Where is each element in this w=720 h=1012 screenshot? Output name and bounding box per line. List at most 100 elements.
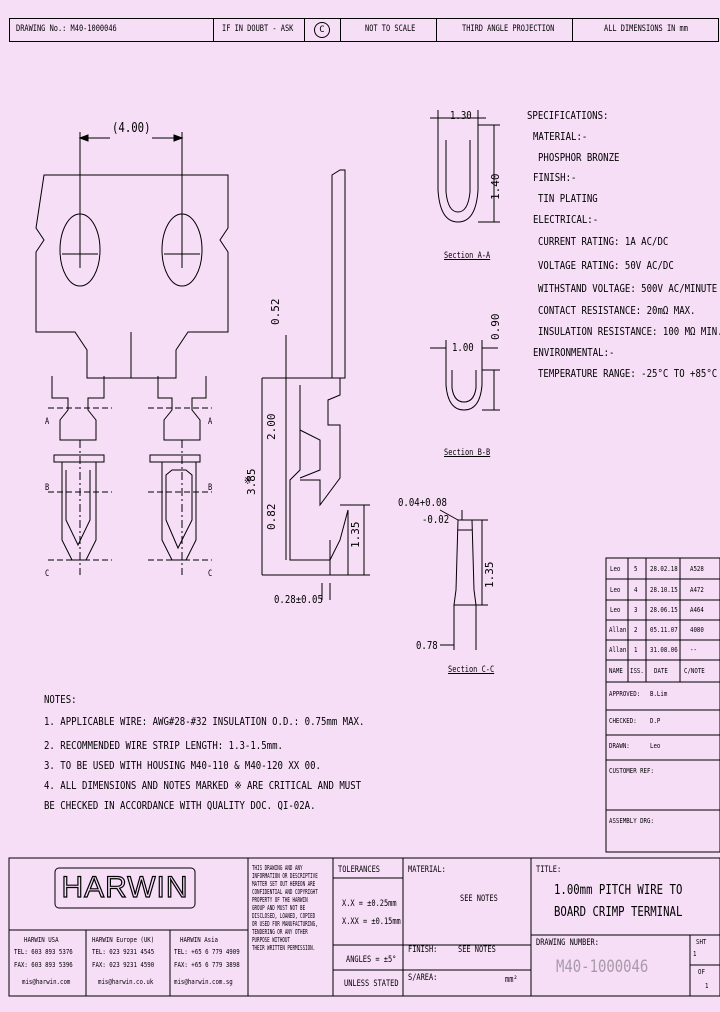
rev-iss: 4 xyxy=(634,586,638,594)
tolerances-title: TOLERANCES xyxy=(338,865,380,875)
rev-cn: A472 xyxy=(690,586,704,594)
scale-note: NOT TO SCALE xyxy=(365,24,416,34)
office-usa-email: mis@harwin.com xyxy=(22,978,71,986)
office-asia-name: HARWIN Asia xyxy=(180,936,219,944)
of-label: OF xyxy=(698,968,705,976)
spec-line: TIN PLATING xyxy=(538,192,598,205)
dim-078: 0.78 xyxy=(416,639,438,652)
office-asia-email: mis@harwin.com.sg xyxy=(174,978,233,986)
note-line: BE CHECKED IN ACCORDANCE WITH QUALITY DO… xyxy=(44,799,316,812)
rev-header-date: DATE xyxy=(654,667,668,675)
rev-date: 28.10.15 xyxy=(650,586,678,594)
rev-name: Leo xyxy=(610,606,621,614)
rev-iss: 3 xyxy=(634,606,638,614)
harwin-logo: HARWIN xyxy=(61,870,189,904)
rev-date: 05.11.07 xyxy=(650,626,678,634)
spec-line: PHOSPHOR BRONZE xyxy=(538,151,620,164)
rev-iss: 5 xyxy=(634,565,638,573)
rev-name: Leo xyxy=(610,586,621,594)
sarea-label: S/AREA: xyxy=(408,973,438,983)
spec-line: MATERIAL:- xyxy=(533,130,588,143)
spec-line: VOLTAGE RATING: 50V AC/DC xyxy=(538,259,674,272)
spec-line: TEMPERATURE RANGE: -25°C TO +85°C xyxy=(538,367,718,380)
critical-mark: ※ xyxy=(244,474,252,487)
section-mark-c-left: C xyxy=(45,569,50,579)
finish-label: FINISH: xyxy=(408,945,438,955)
section-b-label: Section B-B xyxy=(444,448,491,458)
rev-header-iss: ISS. xyxy=(630,667,644,675)
section-mark-b-left: B xyxy=(45,483,50,493)
office-usa-name: HARWIN USA xyxy=(24,936,59,944)
office-asia-fax: FAX: +65 6 779 3898 xyxy=(174,961,240,969)
checked-label: CHECKED: xyxy=(609,717,637,725)
office-uk-name: HARWIN Europe (UK) xyxy=(92,936,155,944)
rev-name: Allan xyxy=(609,626,627,634)
drawn-label: DRAWN: xyxy=(609,742,630,750)
dim-028: 0.28±0.05 xyxy=(274,593,323,606)
dim-090: 0.90 xyxy=(489,313,502,341)
customer-ref-label: CUSTOMER REF: xyxy=(609,767,654,775)
note-line: 3. TO BE USED WITH HOUSING M40-110 & M40… xyxy=(44,759,321,772)
notes-title: NOTES: xyxy=(44,693,77,706)
rev-date: 28.02.18 xyxy=(650,565,678,573)
rev-cn: A464 xyxy=(690,606,704,614)
dim-200: 2.00 xyxy=(265,413,278,441)
copyright-icon: C xyxy=(314,22,330,38)
finish-value: SEE NOTES xyxy=(458,945,496,955)
tolerance-xxx: X.XX = ±0.15mm xyxy=(342,917,401,927)
sheet-label: SHT xyxy=(696,938,707,946)
drawing-number-header: DRAWING No.: M40-1000046 xyxy=(16,24,117,34)
spec-line: CONTACT RESISTANCE: 20mΩ MAX. xyxy=(538,304,696,317)
section-a-label: Section A-A xyxy=(444,251,491,261)
tolerance-unless: UNLESS STATED xyxy=(344,979,399,989)
tolerance-angles: ANGLES = ±5° xyxy=(346,955,397,965)
dim-082: 0.82 xyxy=(265,503,278,531)
office-uk-tel: TEL: 023 9231 4545 xyxy=(92,948,155,956)
confidential-notice: THIS DRAWING AND ANY INFORMATION OR DESC… xyxy=(252,864,318,952)
rev-iss: 2 xyxy=(634,626,638,634)
approved-value: B.Lim xyxy=(650,690,668,698)
dim-tol-top: 0.04+0.08 xyxy=(398,496,447,509)
section-mark-c-right: C xyxy=(208,569,213,579)
rev-cn: A528 xyxy=(690,565,704,573)
spec-line: INSULATION RESISTANCE: 100 MΩ MIN. xyxy=(538,325,720,338)
rev-date: 31.08.06 xyxy=(650,646,678,654)
spec-line: ENVIRONMENTAL:- xyxy=(533,346,615,359)
note-line: 1. APPLICABLE WIRE: AWG#28-#32 INSULATIO… xyxy=(44,715,365,728)
drawing-number-label: DRAWING NUMBER: xyxy=(536,938,599,948)
approved-label: APPROVED: xyxy=(609,690,641,698)
office-uk-fax: FAX: 023 9231 4590 xyxy=(92,961,155,969)
office-usa-tel: TEL: 603 893 5376 xyxy=(14,948,73,956)
assembly-drg-label: ASSEMBLY DRG: xyxy=(609,817,654,825)
dim-135-side: 1.35 xyxy=(349,521,362,549)
section-c-label: Section C-C xyxy=(448,665,495,675)
checked-value: D.P xyxy=(650,717,661,725)
spec-line: FINISH:- xyxy=(533,171,577,184)
specifications-title: SPECIFICATIONS: xyxy=(527,109,609,122)
dim-140: 1.40 xyxy=(489,173,502,201)
rev-header-name: NAME xyxy=(609,667,623,675)
office-uk-email: mis@harwin.co.uk xyxy=(98,978,154,986)
material-value: SEE NOTES xyxy=(460,894,498,904)
dim-135-section: 1.35 xyxy=(483,561,496,589)
dim-130: 1.30 xyxy=(450,109,472,122)
dim-100: 1.00 xyxy=(452,341,474,354)
material-label: MATERIAL: xyxy=(408,865,446,875)
projection-note: THIRD ANGLE PROJECTION xyxy=(462,24,555,34)
office-asia-tel: TEL: +65 6 779 4909 xyxy=(174,948,240,956)
rev-name: Allan xyxy=(609,646,627,654)
rev-iss: 1 xyxy=(634,646,638,654)
of-number: 1 xyxy=(705,982,709,990)
sheet-number: 1 xyxy=(693,950,697,958)
section-mark-a-left: A xyxy=(45,417,50,427)
spec-line: ELECTRICAL:- xyxy=(533,213,599,226)
dim-052: 0.52 xyxy=(269,298,282,326)
dim-385: 3.85 xyxy=(245,468,258,496)
title-label: TITLE: xyxy=(536,865,562,875)
drawn-value: Leo xyxy=(650,742,661,750)
note-line: 4. ALL DIMENSIONS AND NOTES MARKED ※ ARE… xyxy=(44,779,362,792)
section-mark-b-right: B xyxy=(208,483,213,493)
spec-line: CURRENT RATING: 1A AC/DC xyxy=(538,235,669,248)
header-bar xyxy=(9,18,719,42)
drawing-title-line2: BOARD CRIMP TERMINAL xyxy=(554,905,683,920)
